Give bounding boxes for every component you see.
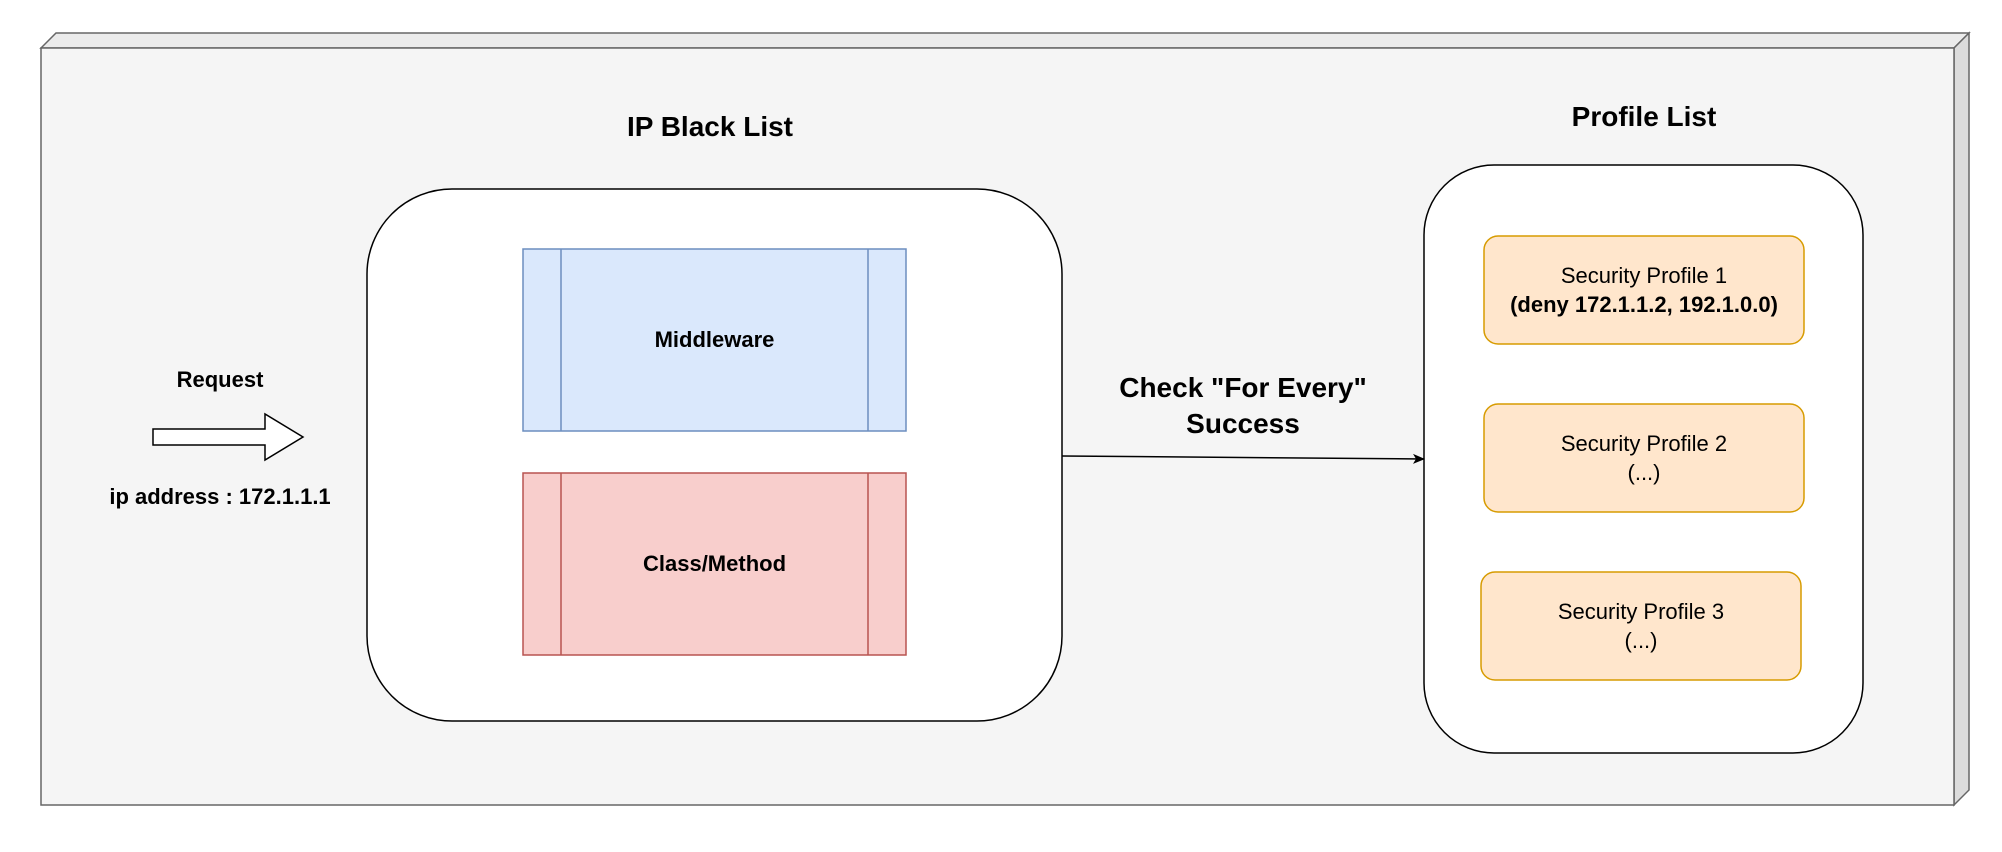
security-profile-2-box	[1483, 403, 1805, 513]
security-profile-2: Security Profile 2 (...)	[1484, 404, 1804, 512]
security-profile-3-detail: (...)	[1624, 628, 1658, 653]
middleware-box	[522, 248, 907, 432]
security-profile-3-box	[1480, 571, 1802, 681]
class-method-box	[522, 472, 907, 656]
connector-label-line1: Check "For Every"	[1119, 372, 1367, 403]
security-profile-2-detail: (...)	[1627, 460, 1661, 485]
security-profile-1: Security Profile 1 (deny 172.1.1.2, 192.…	[1484, 236, 1804, 344]
blacklist-title: IP Black List	[626, 111, 793, 142]
connector-label-line2: Success	[1186, 408, 1300, 439]
security-profile-2-name: Security Profile 2	[1560, 431, 1728, 456]
security-profile-1-name: Security Profile 1	[1560, 263, 1728, 288]
request-arrow-icon	[152, 412, 305, 462]
security-profile-1-detail: (deny 172.1.1.2, 192.1.0.0)	[1510, 292, 1778, 317]
security-profile-3-name: Security Profile 3	[1557, 599, 1725, 624]
connector-arrow	[1061, 453, 1425, 464]
connector-label: Check "For Every" Success	[1060, 370, 1426, 442]
middleware-label: Middleware	[654, 327, 775, 352]
class-method-label: Class/Method	[642, 551, 787, 576]
security-profile-3: Security Profile 3 (...)	[1481, 572, 1801, 680]
request-label: Request	[176, 367, 264, 392]
ip-address-label: ip address : 172.1.1.1	[109, 484, 331, 509]
security-profile-1-box	[1483, 235, 1805, 345]
profile-list-title: Profile List	[1571, 101, 1717, 132]
